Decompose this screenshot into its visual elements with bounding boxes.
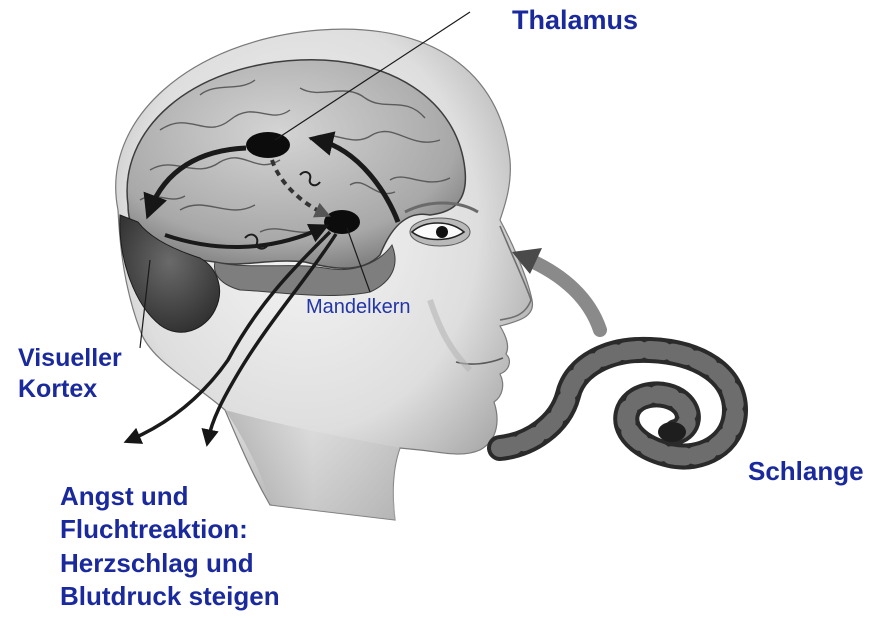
reaction-line-4: Blutdruck steigen [60, 580, 280, 613]
pupil [436, 226, 448, 238]
reaction-line-1: Angst und [60, 480, 280, 513]
fear-reaction-label: Angst und Fluchtreaktion: Herzschlag und… [60, 480, 280, 613]
amygdala-node [324, 210, 360, 234]
snake-head [658, 422, 686, 442]
snake-to-eye-arrow [525, 258, 600, 330]
snake-illustration [500, 350, 735, 457]
snake-label: Schlange [748, 456, 864, 488]
visual-cortex-line-1: Visueller [18, 343, 122, 374]
reaction-line-3: Herzschlag und [60, 547, 280, 580]
thalamus-label: Thalamus [512, 4, 638, 37]
thalamus-node [246, 132, 290, 158]
visual-cortex-line-2: Kortex [18, 374, 122, 405]
reaction-line-2: Fluchtreaktion: [60, 513, 280, 546]
visual-cortex-label: Visueller Kortex [18, 343, 122, 404]
mandelkern-label: Mandelkern [306, 295, 411, 319]
